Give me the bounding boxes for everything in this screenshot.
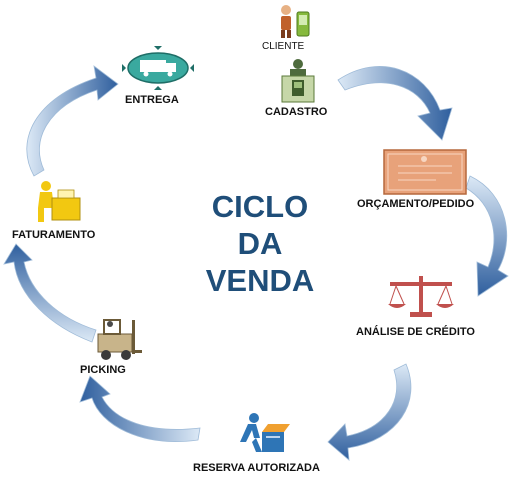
- forklift-icon: [97, 319, 142, 360]
- person-phone-icon: [281, 5, 310, 38]
- arrow-analise-reserva: [327, 363, 412, 461]
- balance-scale-icon: [388, 276, 454, 317]
- person-desk-icon: [38, 181, 81, 222]
- title-line-3: VENDA: [205, 263, 315, 298]
- step-label-reserva: RESERVA AUTORIZADA: [193, 462, 320, 474]
- step-label-cliente: CLIENTE: [262, 41, 305, 52]
- step-label-analise: ANÁLISE DE CRÉDITO: [356, 326, 475, 338]
- diagram-title: CICLO DA VENDA: [185, 188, 335, 299]
- arrow-picking-faturamento: [3, 243, 97, 343]
- step-label-cadastro: CADASTRO: [265, 106, 328, 118]
- arrow-orcamento-analise: [465, 175, 509, 297]
- title-line-2: DA: [237, 226, 283, 261]
- truck-badge-icon: [122, 46, 194, 90]
- person-box-icon: [240, 413, 290, 452]
- certificate-document-icon: [383, 149, 467, 195]
- arrow-faturamento-entrega: [26, 65, 119, 177]
- arrow-reserva-picking: [79, 375, 201, 442]
- step-label-faturamento: FATURAMENTO: [12, 229, 96, 241]
- arrow-cadastro-orcamento: [337, 66, 453, 141]
- step-label-entrega: ENTREGA: [125, 94, 179, 106]
- step-label-picking: PICKING: [80, 364, 126, 376]
- title-line-1: CICLO: [211, 189, 309, 224]
- step-label-orcamento: ORÇAMENTO/PEDIDO: [357, 198, 475, 210]
- desk-computer-icon: [281, 59, 315, 103]
